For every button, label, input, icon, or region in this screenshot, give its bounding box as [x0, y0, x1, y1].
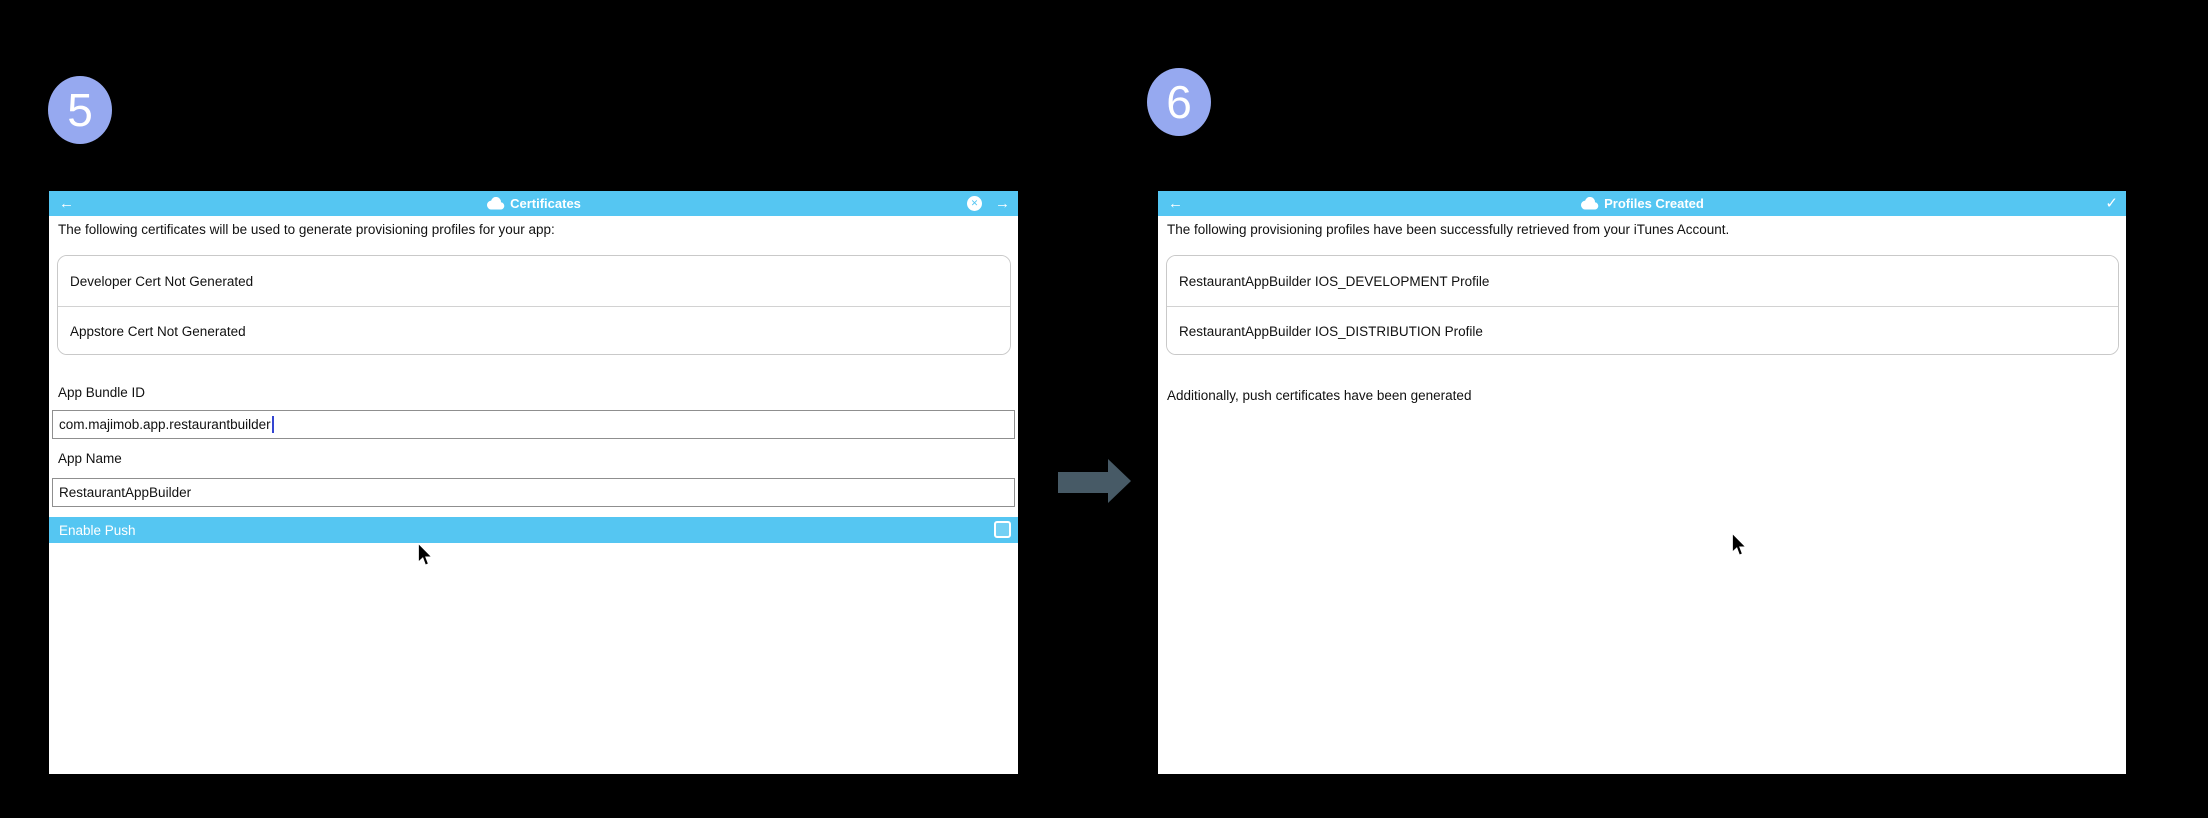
cloud-icon [1581, 197, 1599, 210]
app-name-label: App Name [58, 451, 122, 466]
profiles-list: RestaurantAppBuilder IOS_DEVELOPMENT Pro… [1166, 255, 2119, 355]
titlebar-actions: ✓ [2105, 191, 2118, 216]
push-certificates-note: Additionally, push certificates have bee… [1167, 388, 1472, 403]
app-name-value: RestaurantAppBuilder [59, 485, 192, 500]
next-step-arrow [1058, 459, 1131, 503]
back-arrow-icon[interactable]: ← [59, 195, 74, 212]
certificates-titlebar: ← Certificates ✕ → [49, 191, 1018, 216]
window-title: Profiles Created [1604, 196, 1704, 211]
cloud-icon [487, 197, 505, 210]
list-item-developer-cert[interactable]: Developer Cert Not Generated [58, 256, 1010, 306]
enable-push-label: Enable Push [59, 522, 136, 538]
step-5-badge: 5 [48, 76, 112, 144]
step-6-badge: 6 [1147, 68, 1211, 136]
certificates-window: ← Certificates ✕ → The following certifi… [49, 191, 1018, 774]
text-caret [271, 416, 274, 433]
titlebar-center: Certificates [486, 196, 581, 211]
app-bundle-id-value: com.majimob.app.restaurantbuilder [59, 417, 271, 432]
app-name-input[interactable]: RestaurantAppBuilder [52, 478, 1015, 507]
confirm-check-icon[interactable]: ✓ [2105, 195, 2118, 212]
enable-push-checkbox[interactable] [994, 521, 1011, 538]
profiles-instruction: The following provisioning profiles have… [1167, 222, 1730, 237]
app-bundle-id-label: App Bundle ID [58, 385, 146, 400]
forward-arrow-icon[interactable]: → [995, 195, 1010, 212]
list-item-appstore-cert[interactable]: Appstore Cert Not Generated [58, 306, 1010, 354]
titlebar-actions: ✕ → [967, 191, 1010, 216]
profiles-created-window: ← Profiles Created ✓ The following provi… [1158, 191, 2126, 774]
list-item-development-profile[interactable]: RestaurantAppBuilder IOS_DEVELOPMENT Pro… [1167, 256, 2118, 306]
app-bundle-id-input[interactable]: com.majimob.app.restaurantbuilder [52, 410, 1015, 439]
profiles-titlebar: ← Profiles Created ✓ [1158, 191, 2126, 216]
certificates-instruction: The following certificates will be used … [58, 222, 555, 237]
mouse-cursor [418, 543, 432, 566]
back-arrow-icon[interactable]: ← [1168, 195, 1183, 212]
enable-push-row[interactable]: Enable Push [49, 517, 1018, 543]
window-title: Certificates [510, 196, 581, 211]
mouse-cursor [1732, 533, 1746, 556]
certificates-list: Developer Cert Not Generated Appstore Ce… [57, 255, 1011, 355]
titlebar-center: Profiles Created [1580, 196, 1704, 211]
list-item-distribution-profile[interactable]: RestaurantAppBuilder IOS_DISTRIBUTION Pr… [1167, 306, 2118, 354]
close-icon[interactable]: ✕ [967, 196, 982, 211]
